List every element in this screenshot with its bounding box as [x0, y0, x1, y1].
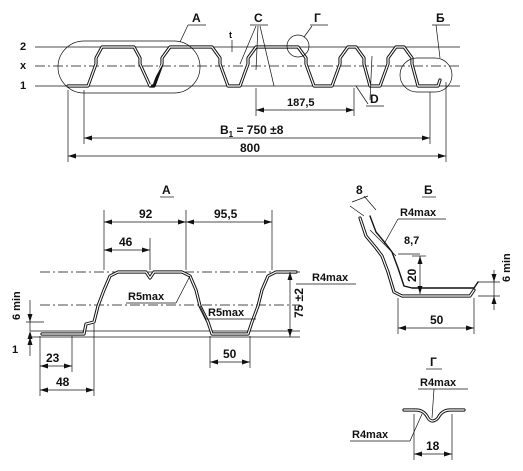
dim-r4-text: R4max — [312, 272, 349, 284]
dim-b-87-text: 8,7 — [404, 235, 419, 247]
overall-profile-line — [66, 45, 442, 88]
detail-b-profile — [358, 216, 476, 298]
small-t-mark: t — [229, 30, 232, 40]
dim-b-20-text: 20 — [405, 268, 419, 282]
dim-75-text: 75 ±2 — [292, 288, 306, 318]
dim-48-text: 48 — [56, 375, 70, 389]
callout-c-label: C — [254, 11, 263, 25]
dim-g-r4-top-text: R4max — [420, 377, 457, 389]
callout-b-label: Б — [436, 11, 445, 25]
dim-6min-text: 6 min — [11, 291, 23, 320]
detail-a-title: А — [162, 183, 171, 197]
dim-b1-text: B1 = 750 ±8 — [220, 123, 284, 139]
callout-a-ellipse — [57, 40, 201, 94]
dim-pitch-text: 187,5 — [287, 97, 315, 109]
overall-profile-view: 2 x 1 А Б Г C t D — [20, 11, 460, 162]
dim-r5-right-text: R5max — [208, 307, 245, 319]
dim-g-18-text: 18 — [426, 439, 440, 453]
dim-b-8-text: 8 — [356, 183, 363, 197]
dim-1-text: 1 — [12, 344, 18, 356]
dim-92-text: 92 — [139, 207, 153, 221]
callout-g-label: Г — [314, 11, 321, 25]
callout-b-ellipse — [399, 57, 453, 93]
dim-r5-left-text: R5max — [128, 291, 165, 303]
level-label-1: 1 — [20, 80, 26, 92]
dim-b-50-text: 50 — [430, 313, 444, 327]
detail-g-profile — [402, 408, 466, 423]
callout-d-label: D — [370, 92, 379, 106]
callout-g-circle — [286, 34, 310, 58]
detail-b-view: Б 8 R4max 8,7 20 6 min — [349, 183, 513, 334]
dim-g-r4-left-text: R4max — [352, 429, 389, 441]
dim-23-text: 23 — [46, 351, 60, 365]
detail-g-view: Г R4max R4max 18 — [350, 355, 468, 460]
dim-50-text: 50 — [223, 347, 237, 361]
dim-b-r4-text: R4max — [400, 207, 437, 219]
level-label-2: 2 — [20, 41, 26, 53]
dim-b-6min-text: 6 min — [501, 253, 513, 282]
detail-b-title: Б — [424, 183, 433, 197]
detail-a-view: А 92 95,5 46 R5max R5max — [11, 183, 356, 396]
dim-46-text: 46 — [119, 235, 133, 249]
dim-total-text: 800 — [240, 141, 260, 155]
dim-95-text: 95,5 — [214, 207, 238, 221]
callout-a-label: А — [192, 11, 201, 25]
level-label-x: x — [20, 60, 27, 72]
detail-g-title: Г — [430, 355, 437, 369]
